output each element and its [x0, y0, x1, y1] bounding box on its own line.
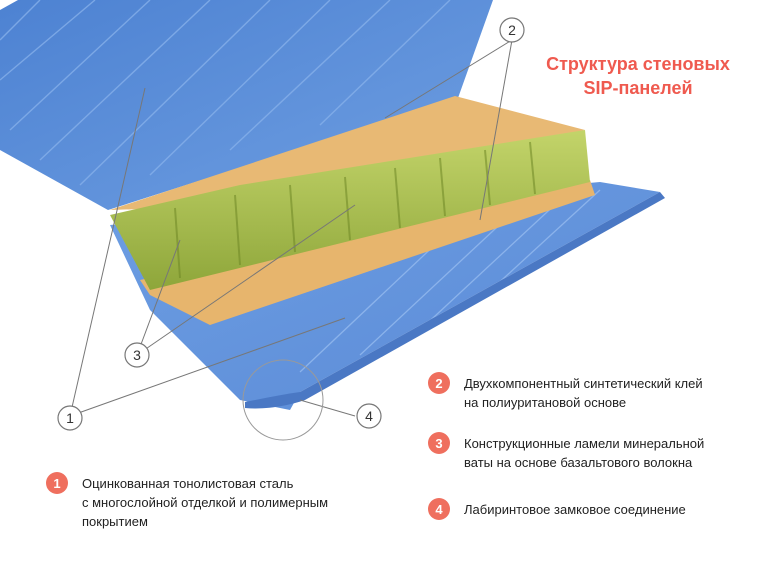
legend-badge: 2: [428, 372, 450, 394]
adhesive-layer-bottom: [140, 180, 595, 325]
legend-text: Лабиринтовое замковое соединение: [464, 502, 686, 517]
legend-item-4: 4 Лабиринтовое замковое соединение: [428, 498, 686, 520]
top-steel-sheet: [0, 0, 493, 210]
legend-item-3: 3 Конструкционные ламели минеральной ват…: [428, 432, 705, 472]
lock-seam: [245, 192, 665, 409]
callout-1: 1: [57, 405, 83, 431]
callout-2: 2: [499, 17, 525, 43]
title-line-2: SIP-панелей: [583, 78, 693, 98]
svg-text:4: 4: [365, 408, 373, 424]
title-line-1: Структура стеновых: [546, 54, 730, 74]
top-steel-ribs: [0, 0, 451, 186]
legend-item-1: 1 Оцинкованная тонолистовая сталь с мног…: [46, 472, 329, 531]
legend-badge: 3: [428, 432, 450, 454]
legend-text: Конструкционные ламели минеральной ваты …: [464, 436, 705, 470]
callout-4: 4: [356, 403, 382, 429]
legend-badge: 4: [428, 498, 450, 520]
svg-text:2: 2: [508, 22, 516, 38]
legend-text: Двухкомпонентный синтетический клей на п…: [464, 376, 703, 410]
diagram-title: Структура стеновых SIP-панелей: [520, 52, 756, 100]
bottom-steel-ribs: [299, 189, 601, 373]
legend-item-2: 2 Двухкомпонентный синтетический клей на…: [428, 372, 703, 412]
callout-3: 3: [124, 342, 150, 368]
svg-text:1: 1: [66, 410, 74, 426]
adhesive-layer-top: [110, 96, 585, 210]
svg-text:3: 3: [133, 347, 141, 363]
leader-lines: [69, 39, 513, 417]
legend-badge: 1: [46, 472, 68, 494]
lock-magnifier-circle: [242, 359, 324, 441]
mineral-wool-block: [110, 130, 590, 290]
legend-text: Оцинкованная тонолистовая сталь с многос…: [82, 476, 329, 529]
